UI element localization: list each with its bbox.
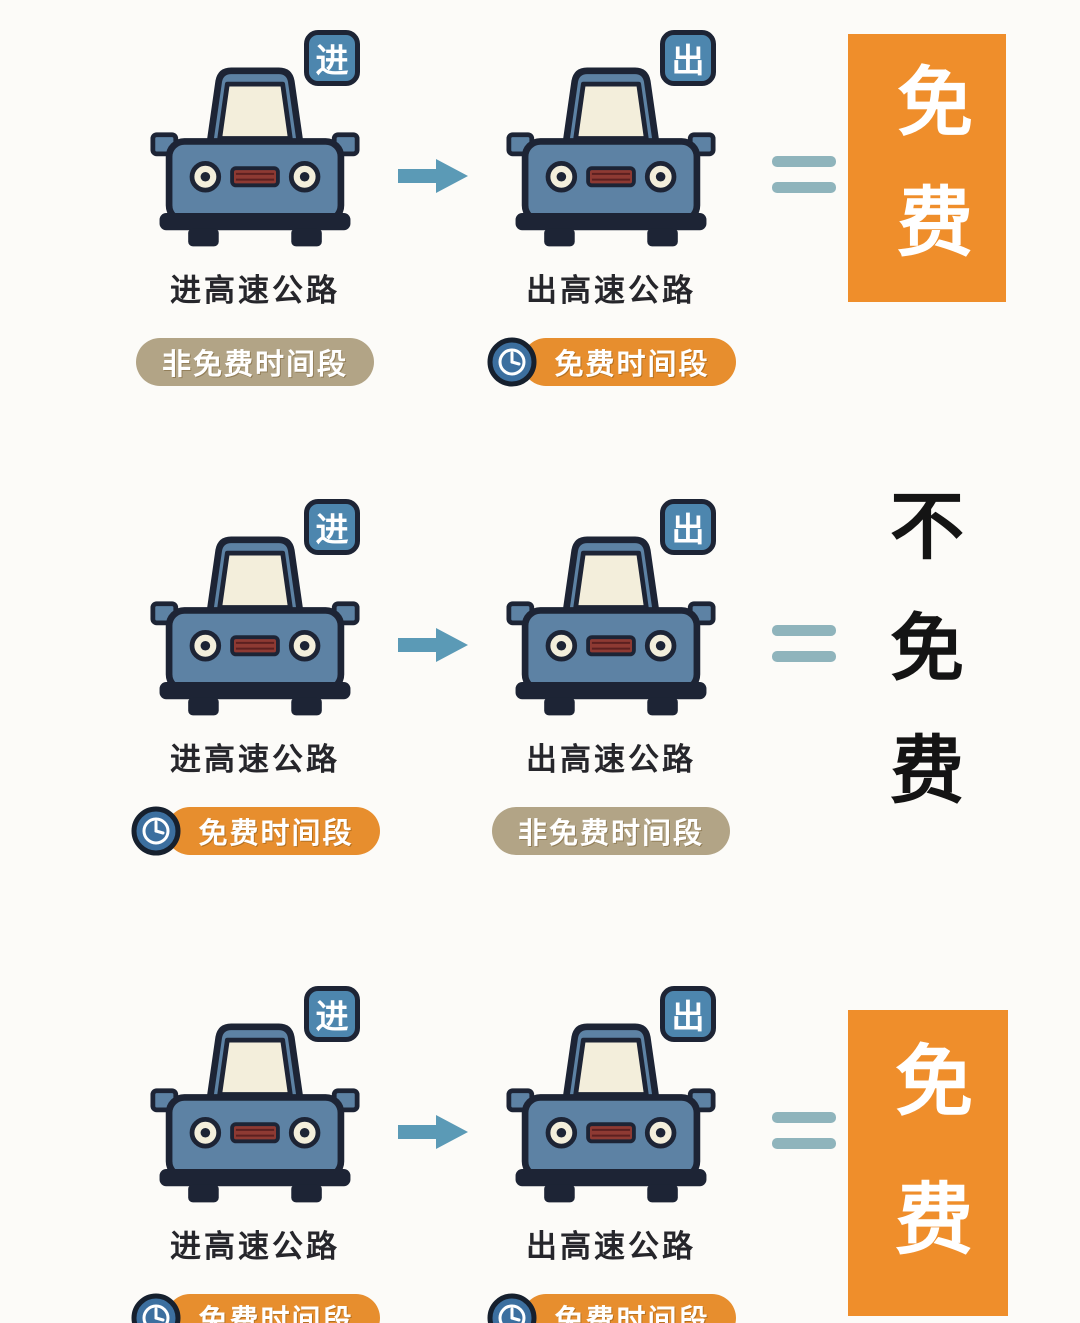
flow-arrow [398,625,468,665]
exit-tag-row: 免费时间段 [486,1292,736,1323]
clock-icon [130,805,182,857]
result-box: 免费 [848,34,1006,302]
rule-row-3: 进 进高速公路 免费时间段 出 出高速公路 免费时间段 [0,942,1080,1323]
result-box: 免费 [848,1010,1008,1316]
enter-badge: 进 [304,30,360,86]
enter-badge: 进 [304,986,360,1042]
clock-icon [130,1292,182,1323]
enter-label: 进高速公路 [170,273,340,308]
enter-tag-row: 免费时间段 [130,1292,380,1323]
enter-car-group: 进 进高速公路 免费时间段 [112,986,398,1323]
arrow-right-icon [398,1112,468,1152]
clock-icon [486,336,538,388]
flow-arrow [398,1112,468,1152]
exit-badge: 出 [660,499,716,555]
exit-label: 出高速公路 [526,742,696,777]
equals-box [772,154,836,196]
enter-car: 进 [150,30,360,253]
exit-car-group: 出 出高速公路 非免费时间段 [468,499,754,857]
exit-car-group: 出 出高速公路 免费时间段 [468,30,754,388]
rule-row-1: 进 进高速公路 非免费时间段 出 出高速公路 免费时间段 免费 [0,0,1080,473]
enter-label: 进高速公路 [170,1229,340,1264]
rule-row-2: 进 进高速公路 免费时间段 出 出高速公路 非免费时间段 不免费 [0,473,1080,942]
flow-arrow [398,156,468,196]
exit-car: 出 [506,986,716,1209]
arrow-right-icon [398,156,468,196]
clock-icon [486,1292,538,1323]
free-time-tag: 免费时间段 [522,1294,736,1323]
free-time-tag: 免费时间段 [522,338,736,386]
equals-sign [772,154,836,196]
result-free-label: 免费 [848,34,1006,302]
exit-label: 出高速公路 [526,1229,696,1264]
enter-tag-row: 非免费时间段 [135,336,374,388]
exit-badge: 出 [660,986,716,1042]
equals-box [772,623,836,665]
enter-car-group: 进 进高速公路 非免费时间段 [112,30,398,388]
nonfree-time-tag: 非免费时间段 [135,338,374,386]
exit-car-group: 出 出高速公路 免费时间段 [468,986,754,1323]
exit-car: 出 [506,30,716,253]
exit-badge: 出 [660,30,716,86]
enter-car: 进 [150,499,360,722]
equals-sign [772,623,836,665]
exit-car: 出 [506,499,716,722]
exit-label: 出高速公路 [526,273,696,308]
exit-tag-row: 非免费时间段 [491,805,730,857]
free-time-tag: 免费时间段 [166,807,380,855]
result-notfree-label: 不免费 [879,487,963,853]
nonfree-time-tag: 非免费时间段 [491,807,730,855]
enter-car: 进 [150,986,360,1209]
enter-label: 进高速公路 [170,742,340,777]
equals-sign [772,1110,836,1152]
enter-tag-row: 免费时间段 [130,805,380,857]
equals-box [772,1110,836,1152]
enter-badge: 进 [304,499,360,555]
exit-tag-row: 免费时间段 [486,336,736,388]
result-free-label: 免费 [848,1010,1008,1316]
arrow-right-icon [398,625,468,665]
free-time-tag: 免费时间段 [166,1294,380,1323]
enter-car-group: 进 进高速公路 免费时间段 [112,499,398,857]
result-box: 不免费 [848,487,994,853]
